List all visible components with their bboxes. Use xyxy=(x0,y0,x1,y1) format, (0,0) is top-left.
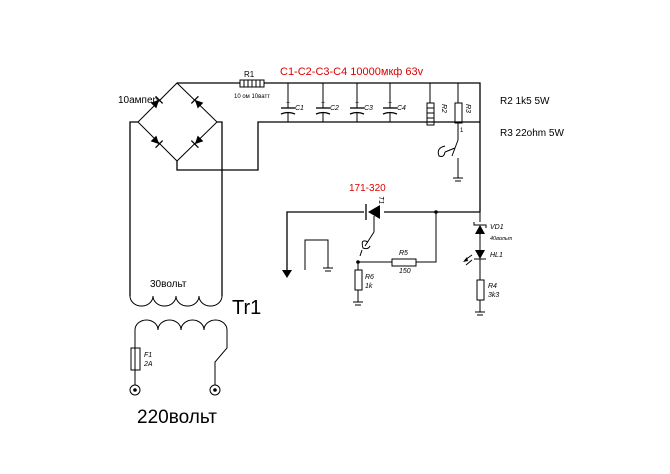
r4-name-label: R4 xyxy=(488,283,497,290)
hl1-name-label: HL1 xyxy=(490,252,503,259)
r2-name-label: R2 xyxy=(440,104,447,113)
transformer-tr1: 30вольт Tr1 xyxy=(129,279,261,331)
mains-terminal-right xyxy=(209,384,221,396)
fuse-name-label: F1 xyxy=(144,352,152,359)
bridge-wiring xyxy=(129,121,480,296)
c2-label: C2 xyxy=(330,105,339,112)
r1-value-label: 10 ом 10ватт xyxy=(234,94,270,100)
resistor-r2: R2 xyxy=(426,83,447,126)
r2-spec-label: R2 1k5 5W xyxy=(500,96,550,107)
top-rail xyxy=(177,82,481,212)
capacitor-c4: + C4 xyxy=(382,83,406,122)
r4-value-label: 3k3 xyxy=(488,292,499,299)
secondary-voltage-label: 30вольт xyxy=(150,279,187,290)
vd1-value-label: 40вольт xyxy=(490,236,513,242)
thyristor-t1: 171-320 T1 xyxy=(349,183,438,232)
capacitor-c2: + C2 xyxy=(315,83,339,122)
capacitor-c1: + C1 xyxy=(280,83,304,122)
primary-circuit: F1 2A xyxy=(130,330,228,385)
thyristor-name-label: T1 xyxy=(377,196,384,204)
gate-switch xyxy=(359,231,375,257)
c4-label: C4 xyxy=(397,105,406,112)
resistor-r6: R6 1k xyxy=(353,262,374,306)
r6-name-label: R6 xyxy=(365,274,374,281)
transformer-name-label: Tr1 xyxy=(232,297,261,319)
capacitor-c3: + C3 xyxy=(349,83,373,122)
mains-terminal-left xyxy=(129,384,141,396)
capacitors-note: C1-C2-C3-C4 10000мкф 63v xyxy=(280,66,424,78)
fuse-value-label: 2A xyxy=(143,361,153,368)
svg-text:+: + xyxy=(286,100,290,107)
resistor-r4: R4 3k3 xyxy=(475,279,499,316)
vd1-name-label: VD1 xyxy=(490,224,504,231)
pushbutton-switch xyxy=(437,139,463,182)
bridge-current-label: 10ампер xyxy=(118,95,159,106)
svg-text:+: + xyxy=(388,100,392,107)
svg-text:+: + xyxy=(321,100,325,107)
led-hl1: HL1 xyxy=(463,250,503,280)
r3-spec-label: R3 22ohm 5W xyxy=(500,128,564,139)
c1-label: C1 xyxy=(295,105,304,112)
capacitor-bank: + C1 + C2 + C3 + C4 xyxy=(280,83,406,122)
zener-vd1: VD1 40вольт xyxy=(473,212,513,250)
svg-text:1: 1 xyxy=(460,128,464,134)
r3-name-label: R3 xyxy=(464,104,471,113)
resistor-r3: R3 1 xyxy=(454,83,471,140)
resistor-r1: R1 10 ом 10ватт xyxy=(234,70,270,100)
r1-name-label: R1 xyxy=(244,70,255,79)
r5-value-label: 150 xyxy=(399,268,411,275)
r6-value-label: 1k xyxy=(365,283,373,290)
r5-name-label: R5 xyxy=(399,250,408,257)
output-bus xyxy=(282,211,480,278)
thyristor-part-label: 171-320 xyxy=(349,183,386,194)
svg-text:+: + xyxy=(355,100,359,107)
c3-label: C3 xyxy=(364,105,373,112)
gate-network: R5 150 xyxy=(356,212,437,275)
mains-voltage-label: 220вольт xyxy=(137,407,217,428)
